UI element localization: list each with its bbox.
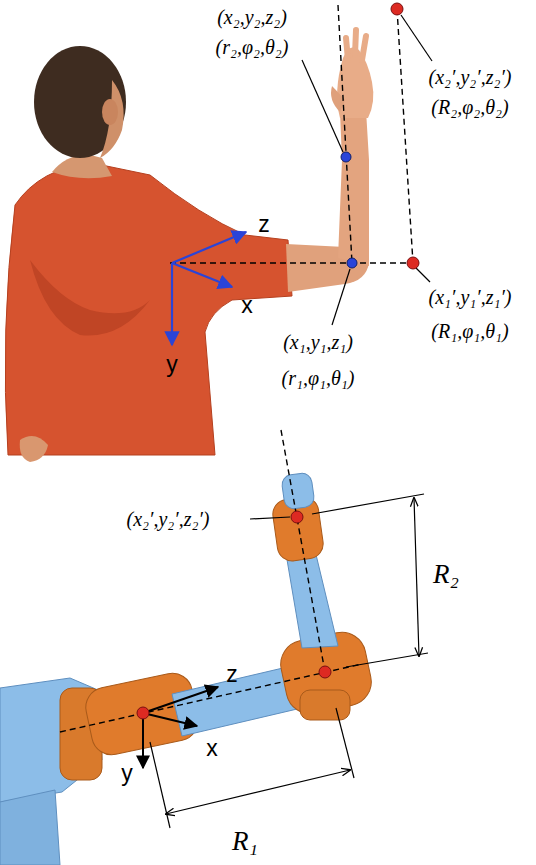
coordinate-label: (x₁,y₁,z₁): [283, 331, 353, 354]
axis-label: y: [121, 760, 133, 786]
axis-arrow: [142, 713, 144, 768]
robot-base: [0, 678, 102, 802]
coordinate-label: (x₁′,y₁′,z₁′): [429, 286, 512, 309]
leader-line: [332, 269, 350, 325]
leader-line: [401, 15, 432, 61]
ear: [102, 99, 118, 125]
blue-point: [341, 152, 351, 162]
dashed-line: [281, 430, 325, 672]
blue-axes: [172, 232, 246, 345]
coordinate-label: (x₂′,y₂′,z₂′): [429, 66, 512, 89]
head-hair: [34, 46, 126, 158]
leader-line: [250, 517, 290, 519]
fingers: [346, 30, 366, 60]
axis-arrow: [171, 263, 173, 345]
extension-line: [346, 653, 428, 667]
extension-line: [336, 708, 354, 778]
dashed-line: [170, 262, 415, 263]
blue-point: [347, 258, 357, 268]
coordinate-label: (R₁,φ₁,θ₁): [431, 320, 508, 343]
dimension-line: [414, 498, 419, 656]
leader-lines: [302, 15, 432, 325]
dimension-line: [166, 770, 350, 814]
dimension-lines: [150, 494, 428, 828]
dimension-label: R₁: [232, 826, 258, 857]
leader-line: [416, 268, 430, 282]
axis-label: x: [206, 735, 218, 761]
axis-label: z: [258, 211, 270, 237]
robot-dashed-guides: [60, 430, 362, 732]
dashed-line: [338, 5, 352, 263]
shirt: [5, 163, 292, 455]
shirt-shade: [30, 260, 150, 336]
neck: [52, 155, 112, 178]
human-figure: [5, 30, 373, 462]
dashed-guides: [170, 5, 415, 263]
red-point: [137, 707, 149, 719]
axis-arrow: [172, 232, 246, 263]
robot-joint: [300, 690, 350, 720]
red-point: [407, 257, 419, 269]
coordinate-label: (x₂′,y₂′,z₂′): [127, 508, 210, 531]
red-point: [319, 666, 331, 678]
robot-base: [0, 790, 60, 865]
red-point: [291, 511, 303, 523]
red-point: [391, 3, 403, 15]
dimension-label: R₂: [433, 559, 459, 590]
coordinate-label: (x₂,y₂,z₂): [217, 6, 287, 29]
black-axes: [143, 687, 218, 768]
coordinate-label: (r₂,φ₂,θ₂): [216, 36, 289, 59]
axis-label: z: [226, 661, 238, 687]
robot-arm: [0, 472, 376, 865]
robot-points: [137, 511, 331, 719]
axis-label: y: [166, 351, 178, 377]
dashed-line: [397, 9, 413, 263]
axis-arrow: [143, 713, 197, 726]
left-hand: [20, 436, 48, 462]
forearm: [338, 105, 369, 266]
axis-label: x: [241, 292, 253, 318]
extension-line: [150, 742, 170, 828]
points: [341, 3, 419, 269]
face-side: [100, 80, 124, 158]
coordinate-label: (R₂,φ₂,θ₂): [431, 96, 508, 119]
leader-line: [302, 60, 343, 152]
axis-arrow: [172, 263, 232, 287]
coordinate-label: (r₁,φ₁,θ₁): [282, 367, 355, 390]
robot-joint: [281, 472, 315, 510]
axis-arrow: [143, 687, 218, 713]
dashed-line: [60, 664, 362, 732]
extension-line: [312, 494, 424, 514]
